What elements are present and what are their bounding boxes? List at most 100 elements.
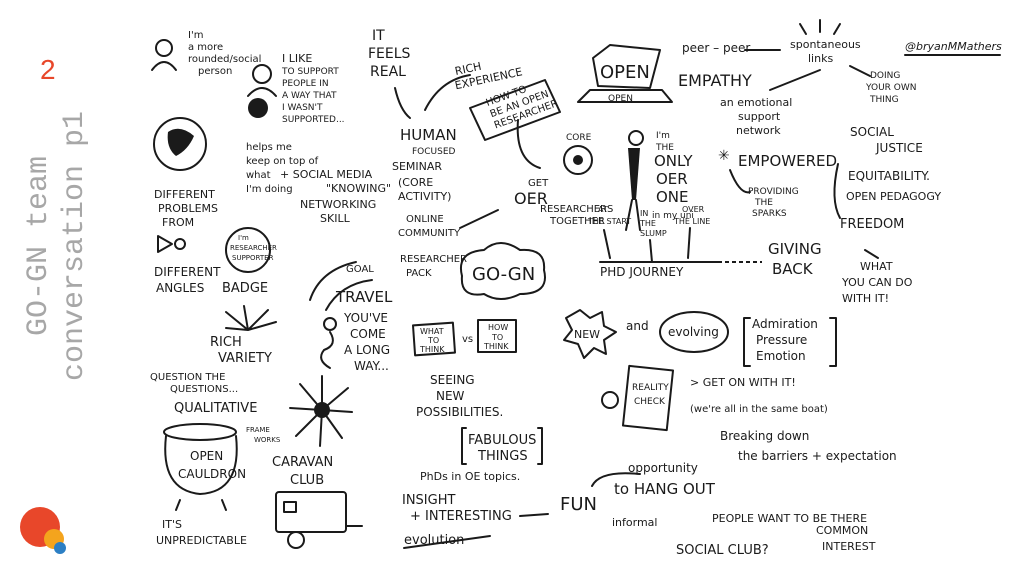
get-oer-note: GET OER RESEARCHERS TOGETHER: [514, 178, 617, 227]
core-note: CORE: [566, 133, 592, 143]
slide-number: 2: [40, 54, 56, 85]
opportunity-note: opportunity to HANG OUT: [614, 461, 716, 498]
caravan-icon: [275, 491, 363, 549]
reality-check-icon: REALITY CHECK: [601, 364, 675, 432]
travel-note: TRAVEL: [335, 288, 393, 306]
in-slump-note: IN THE SLUMP: [639, 209, 667, 238]
providing-sparks-note: PROVIDING THE SPARKS: [748, 187, 802, 219]
researcher-pack-note: RESEARCHER PACK: [400, 254, 470, 279]
seeing-possibilities-note: SEEING NEW POSSIBILITIES.: [416, 373, 503, 419]
svg-text:Admiration Pressure: Admiration Pressure Emotion: [752, 317, 822, 363]
evolving-bubble-icon: evolving: [659, 311, 729, 353]
more-rounded-note: I'm a more rounded/social person: [188, 30, 265, 77]
how-to-think-box: HOW TO THINK: [477, 319, 517, 353]
trail-icon: [320, 317, 337, 369]
get-on-note: > GET ON WITH IT! (we're all in the same…: [690, 376, 828, 415]
badge-icon: I'm RESEARCHER SUPPORTER: [225, 227, 277, 273]
svg-text:WHAT TO THINK: WHAT TO THINK: [419, 327, 446, 354]
peer-note: peer – peer: [682, 41, 750, 55]
different-angles-note: DIFFERENT ANGLES: [154, 265, 224, 295]
badge-note: BADGE: [222, 281, 268, 296]
networking-note: NETWORKING SKILL: [300, 198, 380, 225]
spontaneous-note: spontaneous links: [790, 38, 864, 65]
informal-note: informal: [612, 516, 657, 529]
gogn-logo-icon: [20, 507, 66, 554]
svg-text:NEW: NEW: [574, 328, 600, 341]
empowered-note: EMPOWERED: [738, 152, 837, 170]
person-icon: [151, 39, 177, 71]
admiration-bracket: Admiration Pressure Emotion: [743, 317, 837, 367]
insight-note: INSIGHT + INTERESTING: [402, 493, 512, 524]
at-start-note: AT THE START: [587, 205, 631, 226]
gogn-cloud-icon: GO-GN: [460, 242, 546, 300]
globe-icon: [153, 117, 207, 171]
spark-icon: [799, 19, 841, 35]
new-starburst-icon: NEW: [563, 309, 617, 359]
svg-text:OPEN: OPEN: [608, 94, 633, 104]
empathy-note: EMPATHY: [678, 71, 752, 90]
come-long-way-note: YOU'VE COME A LONG WAY...: [343, 311, 394, 373]
feels-real-note: IT FEELS REAL: [368, 28, 415, 80]
svg-text:evolving: evolving: [668, 325, 719, 339]
arrow-feels-human: [394, 87, 411, 119]
fun-note: FUN: [560, 494, 597, 515]
svg-text:HOW TO THINK: HOW TO THINK: [483, 323, 511, 351]
frameworks-note: FRAME WORKS: [246, 426, 281, 444]
angles-icon: [157, 235, 186, 253]
rich-variety-note: RICH VARIETY: [210, 335, 272, 366]
freedom-note: FREEDOM: [840, 217, 904, 232]
giving-back-note: GIVING BACK: [768, 240, 826, 278]
only-one-note: I'm THE ONLY OER ONE in my uni: [652, 131, 695, 221]
svg-text:FABULOUS THINGS: FABULOUS THINGS: [468, 433, 541, 464]
what-to-think-box: WHAT TO THINK: [412, 321, 456, 357]
svg-text:REALITY CHECK: REALITY CHECK: [632, 383, 672, 407]
emotional-support-note: an emotional support network: [720, 96, 796, 137]
breaking-down-note: Breaking down the barriers + expectation: [720, 429, 897, 463]
supporter-person-icon: [247, 64, 277, 118]
svg-text:HOW TO BE AN OPEN: HOW TO BE AN OPEN RESEARCHER: [485, 76, 560, 132]
over-line-note: OVER THE LINE: [673, 205, 710, 226]
svg-text:OPEN CAULDRON: OPEN CAULDRON: [178, 449, 246, 481]
lone-person-icon: [625, 130, 644, 231]
qualitative-note: QUALITATIVE: [174, 401, 257, 416]
common-interest-note: COMMON INTEREST: [816, 524, 876, 553]
caravan-club-note: CARAVAN CLUB: [272, 455, 337, 488]
cauldron-icon: OPEN CAULDRON: [163, 423, 246, 511]
social-media-note: + SOCIAL MEDIA: [280, 168, 373, 181]
unpredictable-note: IT'S UNPREDICTABLE: [156, 518, 247, 547]
slide-sidebar: 2 GO-GN team conversation p1: [0, 0, 130, 576]
doing-own-note: DOING YOUR OWN THING: [865, 71, 919, 105]
people-want-note: PEOPLE WANT TO BE THERE: [712, 512, 867, 525]
credit-text: @bryanMMathers: [905, 40, 1002, 53]
svg-text:GO-GN: GO-GN: [472, 264, 535, 285]
open-sign-icon: OPEN OPEN: [577, 44, 673, 104]
helps-me-note: helps me keep on top of what I'm doing: [246, 142, 321, 195]
equitability-note: EQUITABILITY.: [848, 169, 930, 183]
social-justice-note: SOCIAL JUSTICE: [850, 125, 923, 155]
what-you-can-note: WHAT YOU CAN DO WITH IT!: [841, 260, 916, 305]
human-focused-note: HUMAN FOCUSED: [400, 126, 461, 157]
arrow-experience-human: [424, 74, 471, 111]
vs-note: vs: [462, 334, 473, 345]
rich-experience-note: RICH EXPERIENCE: [451, 52, 524, 93]
evolution-note: evolution: [404, 533, 464, 548]
seminar-note: SEMINAR (CORE ACTIVITY): [392, 160, 451, 203]
fabulous-bracket: FABULOUS THINGS: [461, 427, 543, 465]
like-support-note: I LIKE TO SUPPORT PEOPLE IN A WAY THAT I…: [281, 52, 345, 125]
road-icon: [309, 261, 373, 311]
svg-text:OPEN: OPEN: [600, 62, 650, 83]
open-pedagogy-note: OPEN PEDAGOGY: [846, 190, 941, 203]
core-target-icon: [563, 145, 593, 175]
phds-oe-note: PhDs in OE topics.: [420, 470, 520, 483]
question-note: QUESTION THE QUESTIONS...: [150, 372, 238, 395]
goal-note: GOAL: [346, 264, 374, 275]
spark-star-icon: ✳: [718, 148, 730, 164]
sun-icon: [289, 375, 353, 447]
and-note: and: [626, 319, 649, 333]
different-problems-note: DIFFERENT PROBLEMS FROM: [154, 188, 222, 229]
knowing-note: "KNOWING": [326, 182, 391, 195]
social-club-note: SOCIAL CLUB?: [676, 543, 769, 558]
variety-arrows-icon: [225, 305, 277, 331]
phd-journey-note: PHD JOURNEY: [600, 265, 684, 279]
